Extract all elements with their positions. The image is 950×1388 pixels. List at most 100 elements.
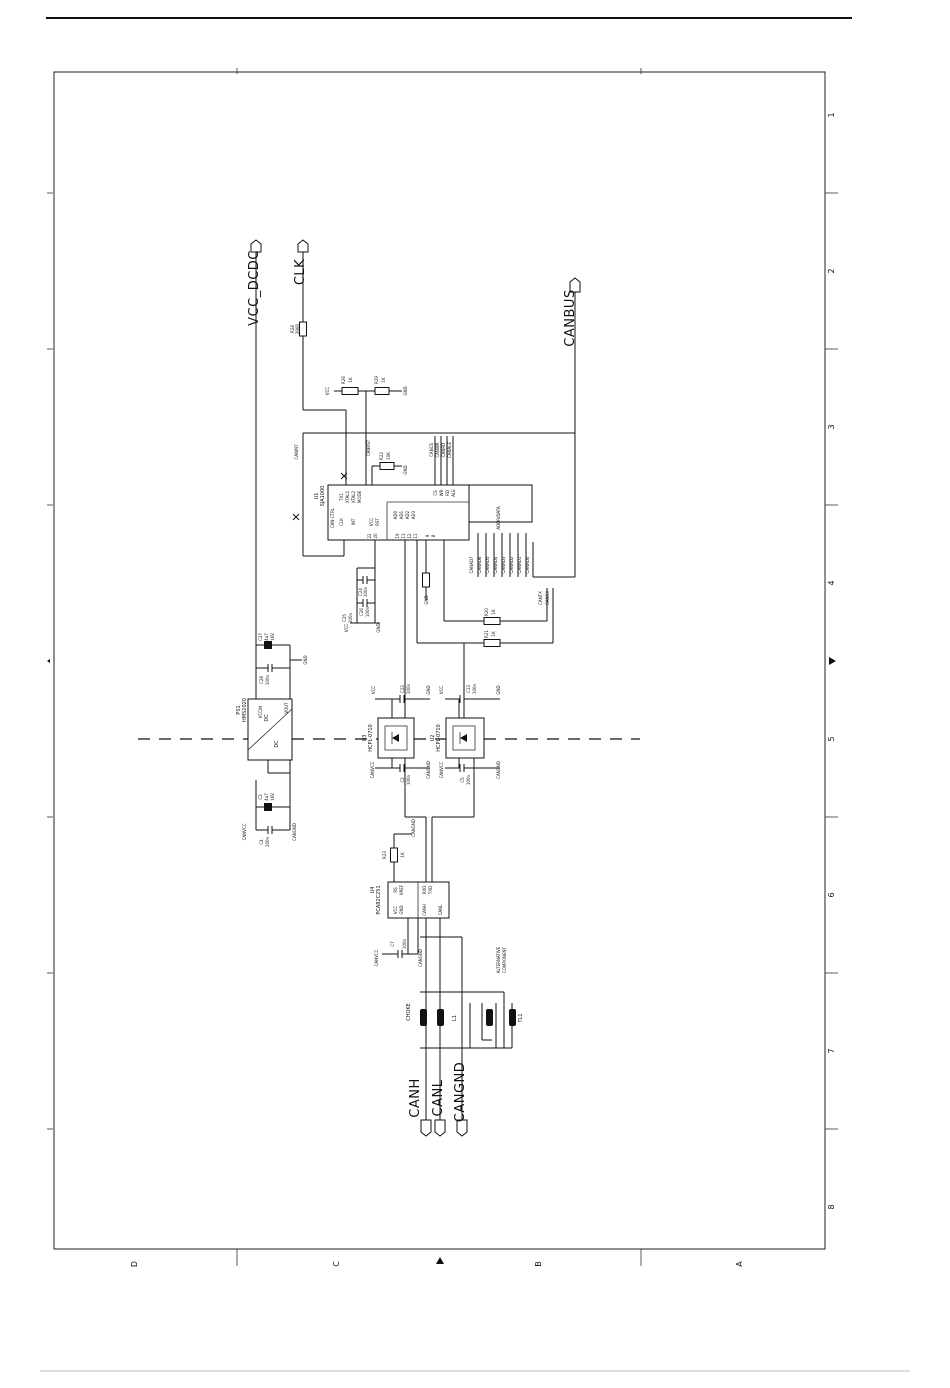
zone-label-bottom: B <box>534 1261 543 1267</box>
r23-value: 1K <box>400 852 405 858</box>
capacitor-label: 100n <box>406 683 411 694</box>
bus-net-label: CANAD5 <box>485 556 490 573</box>
net-canrx-label: CANRX <box>545 591 550 605</box>
ctrl-net-label: CANALE <box>447 442 452 458</box>
u1-pin-label: ALE <box>451 489 456 497</box>
connector-canl: CANL <box>431 1079 446 1137</box>
u1-pin-label: WR <box>439 489 444 496</box>
connector-canbus: CANBUS <box>563 277 581 347</box>
xcvr-pin-label: RXD <box>422 886 427 895</box>
capacitor-label: C26 <box>359 608 364 616</box>
r22-ref: R22 <box>379 452 384 460</box>
connector-canh: CANH <box>408 1078 432 1137</box>
ps-dc-top: DC <box>264 714 270 722</box>
u1-function: CAN-CTRL <box>330 507 335 528</box>
xcvr-pin-label: GND <box>399 905 404 914</box>
capacitor-label: C22 <box>400 685 405 693</box>
resistor-r22 <box>379 462 395 470</box>
resistor-u1-gnd <box>422 572 430 588</box>
u1-pin-label: VCC <box>369 518 374 527</box>
u1-pin-number: 13 <box>401 533 406 539</box>
u1-pin-label: CS <box>433 490 438 496</box>
opto2-ref: U2 <box>430 735 436 742</box>
connector-canl-label: CANL <box>431 1079 446 1116</box>
wiring <box>255 252 576 1120</box>
net-canint-label: CANINT <box>294 444 299 460</box>
supply-label: GND <box>403 386 408 395</box>
r23-ref: R23 <box>382 851 387 859</box>
net-canrst-label: CANRST <box>366 439 371 456</box>
passive-parts <box>264 321 501 958</box>
capacitor-label: 16V <box>270 633 275 641</box>
connector-canbus-label: CANBUS <box>563 289 578 346</box>
u1-pin-label: INT <box>351 518 356 525</box>
capacitor-label: 100n <box>265 836 270 847</box>
ps-ref: PS1 <box>236 705 242 714</box>
connector-canh-label: CANH <box>408 1078 423 1117</box>
zone-label-right: 5 <box>827 736 836 741</box>
u1-pin-label: XTAL2 <box>351 490 356 503</box>
resistor-r21 <box>483 639 501 647</box>
capacitor-label: C3 <box>258 794 263 800</box>
zone-label-right: 6 <box>827 892 836 897</box>
u1-pin-label: AD1 <box>399 510 404 519</box>
zone-label-right: 3 <box>827 424 836 429</box>
connector-clk-label: CLK <box>293 259 308 285</box>
u1-pin-number: 9 <box>425 534 430 537</box>
optocoupler-u3: U3 HCPL-0710 <box>362 717 415 759</box>
u1-pin-number: 12 <box>407 533 412 539</box>
c-xcvr-ref: C7 <box>390 941 395 947</box>
supply-label: CANVCC <box>374 949 379 966</box>
u1-pin-number: 8 <box>431 534 436 537</box>
resistor-gnd <box>374 387 390 395</box>
capacitor-label: 100n <box>406 774 411 785</box>
zone-label-right: 8 <box>827 1204 836 1209</box>
u1-pin-label: AD0 <box>393 510 398 519</box>
capacitor-label: C27 <box>258 633 263 641</box>
supply-label: GND <box>303 655 308 664</box>
ps-vccin: VCCIN <box>258 706 263 719</box>
supply-label: GND <box>403 465 408 474</box>
electrolytic-cap-in <box>264 641 272 649</box>
u1-part: SJA1000 <box>320 486 326 507</box>
center-arrow-bottom <box>436 1257 444 1264</box>
bus-net-label: CANAD3 <box>501 556 506 573</box>
capacitor-label: 100n <box>348 612 353 623</box>
choke-tl1: TL1 ALTERNATIVE COMPONENT <box>486 946 524 1026</box>
r-gnd-value: 1K <box>381 377 386 383</box>
choke-l1: L1 CHOKE <box>406 1003 458 1026</box>
connectors: VCC_DCDC CLK CANBUS CANH CANL CANGND <box>247 239 581 1137</box>
u1-ref: U1 <box>314 493 320 500</box>
connector-vcc-dcdc-label: VCC_DCDC <box>247 250 262 326</box>
xcvr-pin-label: CANL <box>438 904 443 916</box>
connector-vcc-dcdc: VCC_DCDC <box>247 239 262 326</box>
supply-label: CANVCC <box>370 761 375 778</box>
supply-label: CANVCC <box>242 823 247 840</box>
supply-label: CANGND <box>426 761 431 779</box>
supply-label: GND <box>426 685 431 694</box>
zone-label-right: 7 <box>827 1048 836 1053</box>
u1-pin-label: XTAL1 <box>345 490 350 503</box>
component-labels: R28 390R R26 1K R29 1K R22 10K R20 1K R2… <box>242 324 501 967</box>
center-arrow-right <box>829 657 836 665</box>
r-vcc-value: 1K <box>348 377 353 383</box>
xcvr-ref: U4 <box>370 887 376 894</box>
bus-net-label: CANAD4 <box>493 556 498 573</box>
xcvr-pin-label: CANH <box>422 904 427 916</box>
r20-value: 1K <box>491 609 496 615</box>
supply-label: VCC <box>439 686 444 695</box>
xcvr-pin-label: TXD <box>428 886 433 895</box>
bus-net-label: CANAD0 <box>525 556 530 573</box>
r-clk-ref: R28 <box>290 325 295 333</box>
center-arrow-left <box>47 659 50 663</box>
r21-ref: R21 <box>484 630 489 638</box>
capacitor-label: 16V <box>270 793 275 801</box>
capacitor-label: C24 <box>358 588 363 596</box>
capacitor-label: C25 <box>342 614 347 622</box>
u1-pin-label: MODE <box>357 490 362 503</box>
bus-net-label: CANAD7 <box>469 556 474 573</box>
bus-net-label: CANAD1 <box>517 556 522 573</box>
capacitor-label: C28 <box>259 676 264 684</box>
connector-cangnd-label: CANGND <box>453 1062 468 1123</box>
